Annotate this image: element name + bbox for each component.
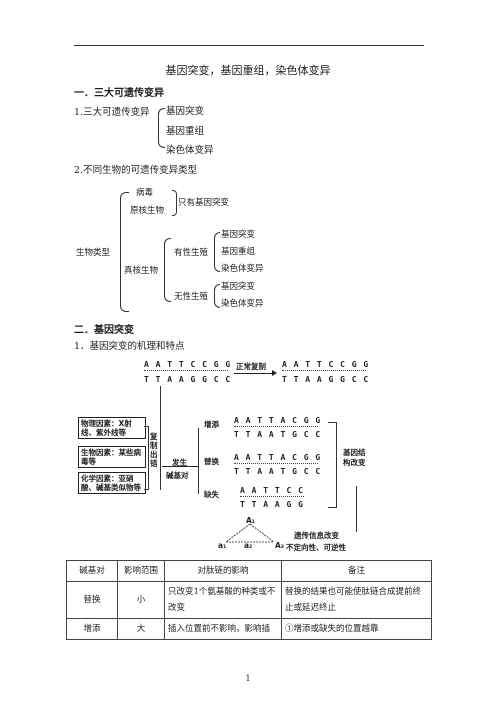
asexual-type-1: 基因突变 [221, 282, 256, 292]
table-header-cell: 对肽链的影响 [164, 560, 282, 582]
add-ticks [234, 426, 318, 427]
tree-root: 生物类型 [76, 248, 111, 258]
allele-a1: A₁ [246, 516, 256, 525]
gene-change-bracket [328, 422, 337, 508]
add-strand-b: T T A A T G C C [234, 430, 322, 439]
table-cell: 小 [117, 581, 165, 619]
asexual-brace [214, 284, 220, 308]
tree-prokaryote: 原核生物 [130, 206, 165, 216]
info-change-label: 遗传信息改变 [294, 531, 339, 540]
allele-triangle-svg [225, 523, 275, 543]
tree-eukaryote: 真核生物 [124, 266, 159, 276]
tree-root-brace [120, 192, 129, 312]
table-cell: 大 [117, 618, 165, 640]
factor-physical: 物理因素：X射线、紫外线等 [78, 417, 146, 439]
prok-bracket [172, 190, 177, 216]
factor-bracket [144, 426, 149, 490]
section1-heading: 一．三大可遗传变异 [74, 88, 164, 99]
table-cell: 替换 [66, 581, 118, 619]
header-rule [74, 45, 424, 46]
section2-heading: 二．基因突变 [74, 325, 134, 336]
item2-label: 2.不同生物的可遗传变异类型 [74, 165, 198, 176]
table-cell: ①增添或缺失的位置越靠 [281, 618, 432, 640]
normal-copy-arrowhead [272, 370, 277, 376]
normal-copy-arrow [234, 373, 274, 374]
sub-label: 替换 [204, 457, 219, 466]
del-ticks [240, 496, 304, 497]
copy-a: A A T T C C G G [282, 360, 370, 369]
base-pair-label: 碱基对 [166, 471, 189, 480]
tree-asexual: 无性生殖 [174, 292, 209, 302]
table-header-cell: 备注 [281, 560, 432, 582]
sub-strand-a: A A T T A C G G [234, 453, 322, 462]
error-column-line [160, 386, 161, 490]
properties-label: 不定向性、可逆性 [286, 543, 346, 552]
allele-a1b: a₁ [218, 541, 227, 550]
replication-error-label: 复制出错 [150, 432, 158, 468]
add-strand-a: A A T T A C G G [234, 416, 322, 425]
mutation-table: 碱基对 影响范围 对肽链的影响 备注 替换 小 只改变1个氨基酸的种类或不改变 … [66, 560, 432, 640]
table-row: 增添 大 插入位置前不影响，影响插 ①增添或缺失的位置越靠 [66, 618, 432, 640]
dna-top-a: A A T T C C G G [144, 360, 232, 369]
page-title: 基因突变，基因重组，染色体变异 [165, 64, 331, 77]
dna-top-ticks [144, 370, 228, 371]
page-number: 1 [245, 674, 251, 683]
sexual-type-2: 基因重组 [221, 247, 256, 257]
branch-trunk [198, 428, 199, 494]
item1-label: 1.三大可遗传变异 [74, 107, 150, 118]
allele-a3: A₃ [275, 541, 285, 550]
asexual-type-2: 染色体变异 [221, 299, 264, 309]
allele-a2: a₂ [244, 541, 253, 550]
sexual-type-1: 基因突变 [221, 230, 256, 240]
gene-change-label: 基因结构改变 [343, 448, 366, 467]
del-strand-b: T T A A G G [240, 500, 304, 509]
factor-biological: 生物因素：某些病毒等 [78, 446, 146, 468]
del-strand-a: A A T T C C [240, 486, 304, 495]
dna-top-b: T T A A G G C C [144, 375, 232, 384]
table-cell: 只改变1个氨基酸的种类或不改变 [164, 581, 282, 619]
sexual-type-3: 染色体变异 [221, 264, 264, 274]
tree-prok-result: 只有基因突变 [178, 198, 230, 208]
tree-sexual: 有性生殖 [174, 248, 209, 258]
item1-brace [158, 108, 165, 148]
occur-label: 发生 [172, 458, 187, 467]
table-header-cell: 影响范围 [117, 560, 165, 582]
copy-b: T T A A G G C C [282, 375, 370, 384]
eukaryote-brace [164, 238, 171, 302]
sub-ticks [234, 463, 318, 464]
variation-type-3: 染色体变异 [166, 145, 214, 156]
normal-copy-label: 正常复制 [236, 362, 266, 371]
variation-type-1: 基因突变 [166, 106, 205, 117]
occur-arrow [162, 466, 198, 467]
add-label: 增添 [204, 420, 219, 429]
table-cell: 增添 [66, 618, 118, 640]
tree-virus: 病毒 [136, 188, 154, 198]
table-header-cell: 碱基对 [66, 560, 118, 582]
table-header-row: 碱基对 影响范围 对肽链的影响 备注 [66, 560, 432, 582]
sexual-brace [214, 232, 220, 272]
copy-ticks [282, 370, 366, 371]
table-row: 替换 小 只改变1个氨基酸的种类或不改变 替换的结果也可能使肽链合成提前终止或延… [66, 581, 432, 619]
table-cell: 插入位置前不影响，影响插 [164, 618, 282, 640]
sub-strand-b: T T A A T G C C [234, 467, 322, 476]
factor-chemical: 化学因素：亚硝酸、碱基类似物等 [78, 472, 146, 494]
section2-sub: 1．基因突变的机理和特点 [74, 341, 185, 352]
table-cell: 替换的结果也可能使肽链合成提前终止或延迟终止 [281, 581, 432, 619]
gene-change-down-line [356, 486, 357, 532]
del-label: 缺失 [204, 490, 219, 499]
allele-triangle [218, 520, 282, 546]
variation-type-2: 基因重组 [166, 126, 205, 137]
